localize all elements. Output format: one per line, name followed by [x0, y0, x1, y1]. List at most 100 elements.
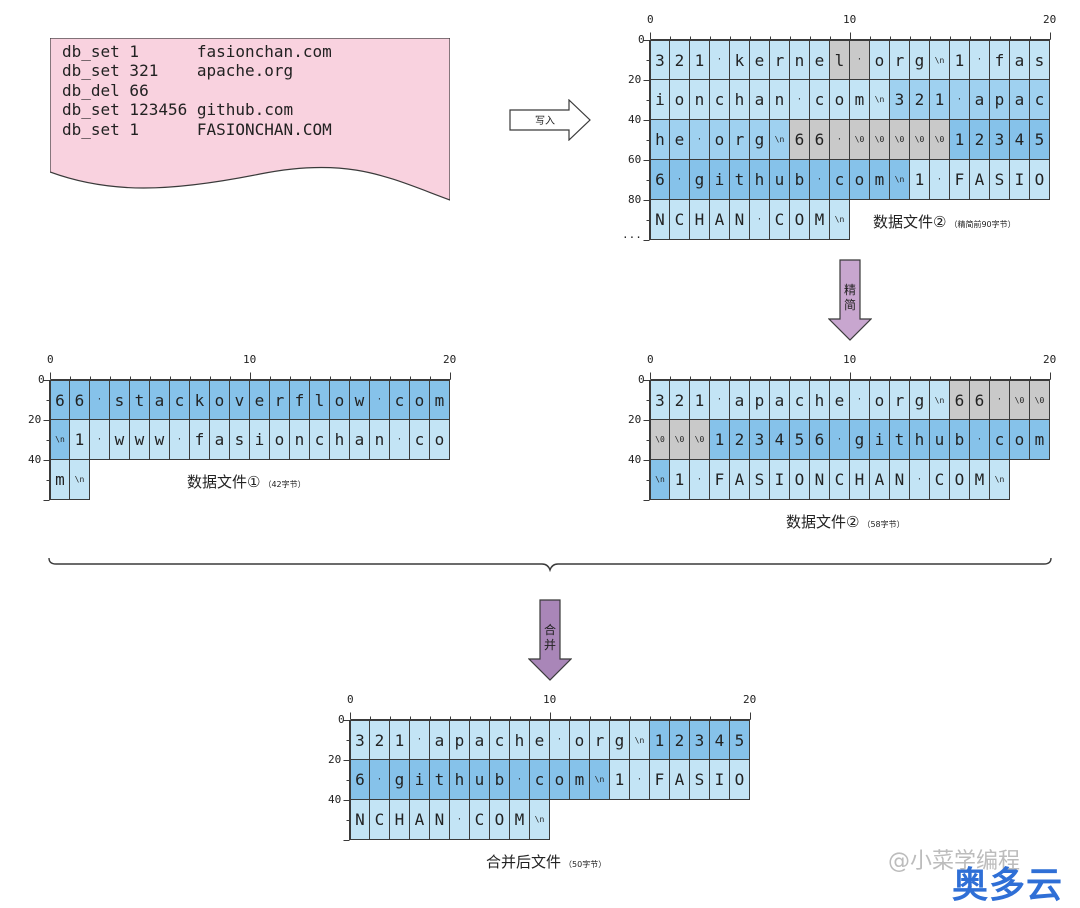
- byte-cell: \n: [830, 200, 850, 240]
- byte-cell: r: [590, 720, 610, 760]
- byte-cell: ·: [690, 120, 710, 160]
- byte-cell: O: [490, 800, 510, 840]
- merge-arrow: 合并: [527, 599, 573, 681]
- byte-cell: \0: [1010, 380, 1030, 420]
- command-line: db_set 1 fasionchan.com: [62, 42, 332, 61]
- file2-before-subtitle: （精简前90字节）: [949, 220, 1016, 229]
- merge-brace: [48, 556, 1052, 573]
- ruler-x-label: 10: [243, 353, 257, 366]
- byte-cell: ·: [90, 420, 110, 460]
- byte-cell: b: [490, 760, 510, 800]
- byte-cell: ·: [850, 40, 870, 80]
- byte-cell: A: [730, 460, 750, 500]
- byte-cell: s: [230, 420, 250, 460]
- byte-cell: ·: [370, 380, 390, 420]
- ruler-x-label: 20: [743, 693, 757, 706]
- byte-cell: f: [990, 40, 1010, 80]
- byte-cell: N: [430, 800, 450, 840]
- byte-cell: \n: [590, 760, 610, 800]
- byte-cell: c: [170, 380, 190, 420]
- byte-cell: p: [990, 80, 1010, 120]
- ruler-y-label: 0: [338, 713, 345, 726]
- byte-cell: O: [730, 760, 750, 800]
- byte-cell: 2: [670, 720, 690, 760]
- ruler-x-label: 0: [47, 353, 54, 366]
- byte-cell: C: [470, 800, 490, 840]
- byte-cell: w: [150, 420, 170, 460]
- byte-cell: A: [870, 460, 890, 500]
- command-line: db_set 321 apache.org: [62, 61, 294, 81]
- byte-cell: n: [370, 420, 390, 460]
- byte-cell: a: [350, 420, 370, 460]
- byte-cell: N: [650, 200, 670, 240]
- byte-cell: g: [750, 120, 770, 160]
- byte-cell: c: [1030, 80, 1050, 120]
- byte-cell: r: [890, 380, 910, 420]
- byte-cell: g: [910, 380, 930, 420]
- byte-cell: h: [330, 420, 350, 460]
- byte-cell: ·: [390, 420, 410, 460]
- ruler-y-label: 40: [628, 453, 642, 466]
- byte-cell: g: [850, 420, 870, 460]
- ruler-y-label: 0: [638, 373, 645, 386]
- byte-cell: o: [570, 720, 590, 760]
- file2-before-label: 数据文件②（精简前90字节）: [873, 211, 1016, 232]
- byte-cell: 2: [970, 120, 990, 160]
- byte-cell: 3: [650, 40, 670, 80]
- byte-cell: O: [790, 460, 810, 500]
- byte-cell: 1: [610, 760, 630, 800]
- byte-cell: \0: [850, 120, 870, 160]
- byte-cell: 3: [650, 380, 670, 420]
- byte-cell: h: [650, 120, 670, 160]
- byte-cell: c: [710, 80, 730, 120]
- byte-cell: g: [690, 160, 710, 200]
- byte-cell: \n: [530, 800, 550, 840]
- byte-cell: \n: [630, 720, 650, 760]
- byte-cell: ·: [790, 80, 810, 120]
- byte-cell: ·: [170, 420, 190, 460]
- byte-cell: ·: [370, 760, 390, 800]
- byte-cell: b: [950, 420, 970, 460]
- byte-cell: 3: [990, 120, 1010, 160]
- byte-cell: \0: [870, 120, 890, 160]
- ruler-x-axis: [350, 712, 751, 720]
- byte-cell: 3: [750, 420, 770, 460]
- byte-cell: N: [730, 200, 750, 240]
- byte-cell: 1: [950, 120, 970, 160]
- byte-cell: ·: [630, 760, 650, 800]
- byte-cell: 2: [910, 80, 930, 120]
- byte-cell: 1: [710, 420, 730, 460]
- byte-cell: a: [1010, 80, 1030, 120]
- byte-cell: ·: [990, 380, 1010, 420]
- byte-cell: c: [830, 160, 850, 200]
- byte-cell: c: [530, 760, 550, 800]
- file2-after-title: 数据文件②: [786, 513, 860, 531]
- byte-cell: 2: [730, 420, 750, 460]
- file2-before-title: 数据文件②: [873, 213, 947, 231]
- byte-cell: ·: [710, 40, 730, 80]
- ruler-x-label: 10: [843, 353, 857, 366]
- byte-cell: t: [730, 160, 750, 200]
- byte-cell: \0: [690, 420, 710, 460]
- byte-cell: O: [1030, 160, 1050, 200]
- byte-cell: A: [710, 200, 730, 240]
- ruler-y-axis: [643, 40, 650, 241]
- byte-cell: 4: [710, 720, 730, 760]
- byte-cell: \n: [890, 160, 910, 200]
- byte-cell: c: [810, 80, 830, 120]
- byte-cell: o: [870, 40, 890, 80]
- byte-cell: \0: [670, 420, 690, 460]
- ruler-y-label: 20: [328, 753, 342, 766]
- byte-cell: e: [810, 40, 830, 80]
- byte-cell: a: [730, 380, 750, 420]
- byte-cell: o: [830, 80, 850, 120]
- byte-cell: e: [670, 120, 690, 160]
- byte-cell: 1: [690, 40, 710, 80]
- byte-cell: w: [130, 420, 150, 460]
- byte-cell: g: [390, 760, 410, 800]
- byte-cell: m: [430, 380, 450, 420]
- byte-cell: 6: [50, 380, 70, 420]
- byte-cell: 4: [770, 420, 790, 460]
- byte-cell: r: [890, 40, 910, 80]
- byte-cell: F: [710, 460, 730, 500]
